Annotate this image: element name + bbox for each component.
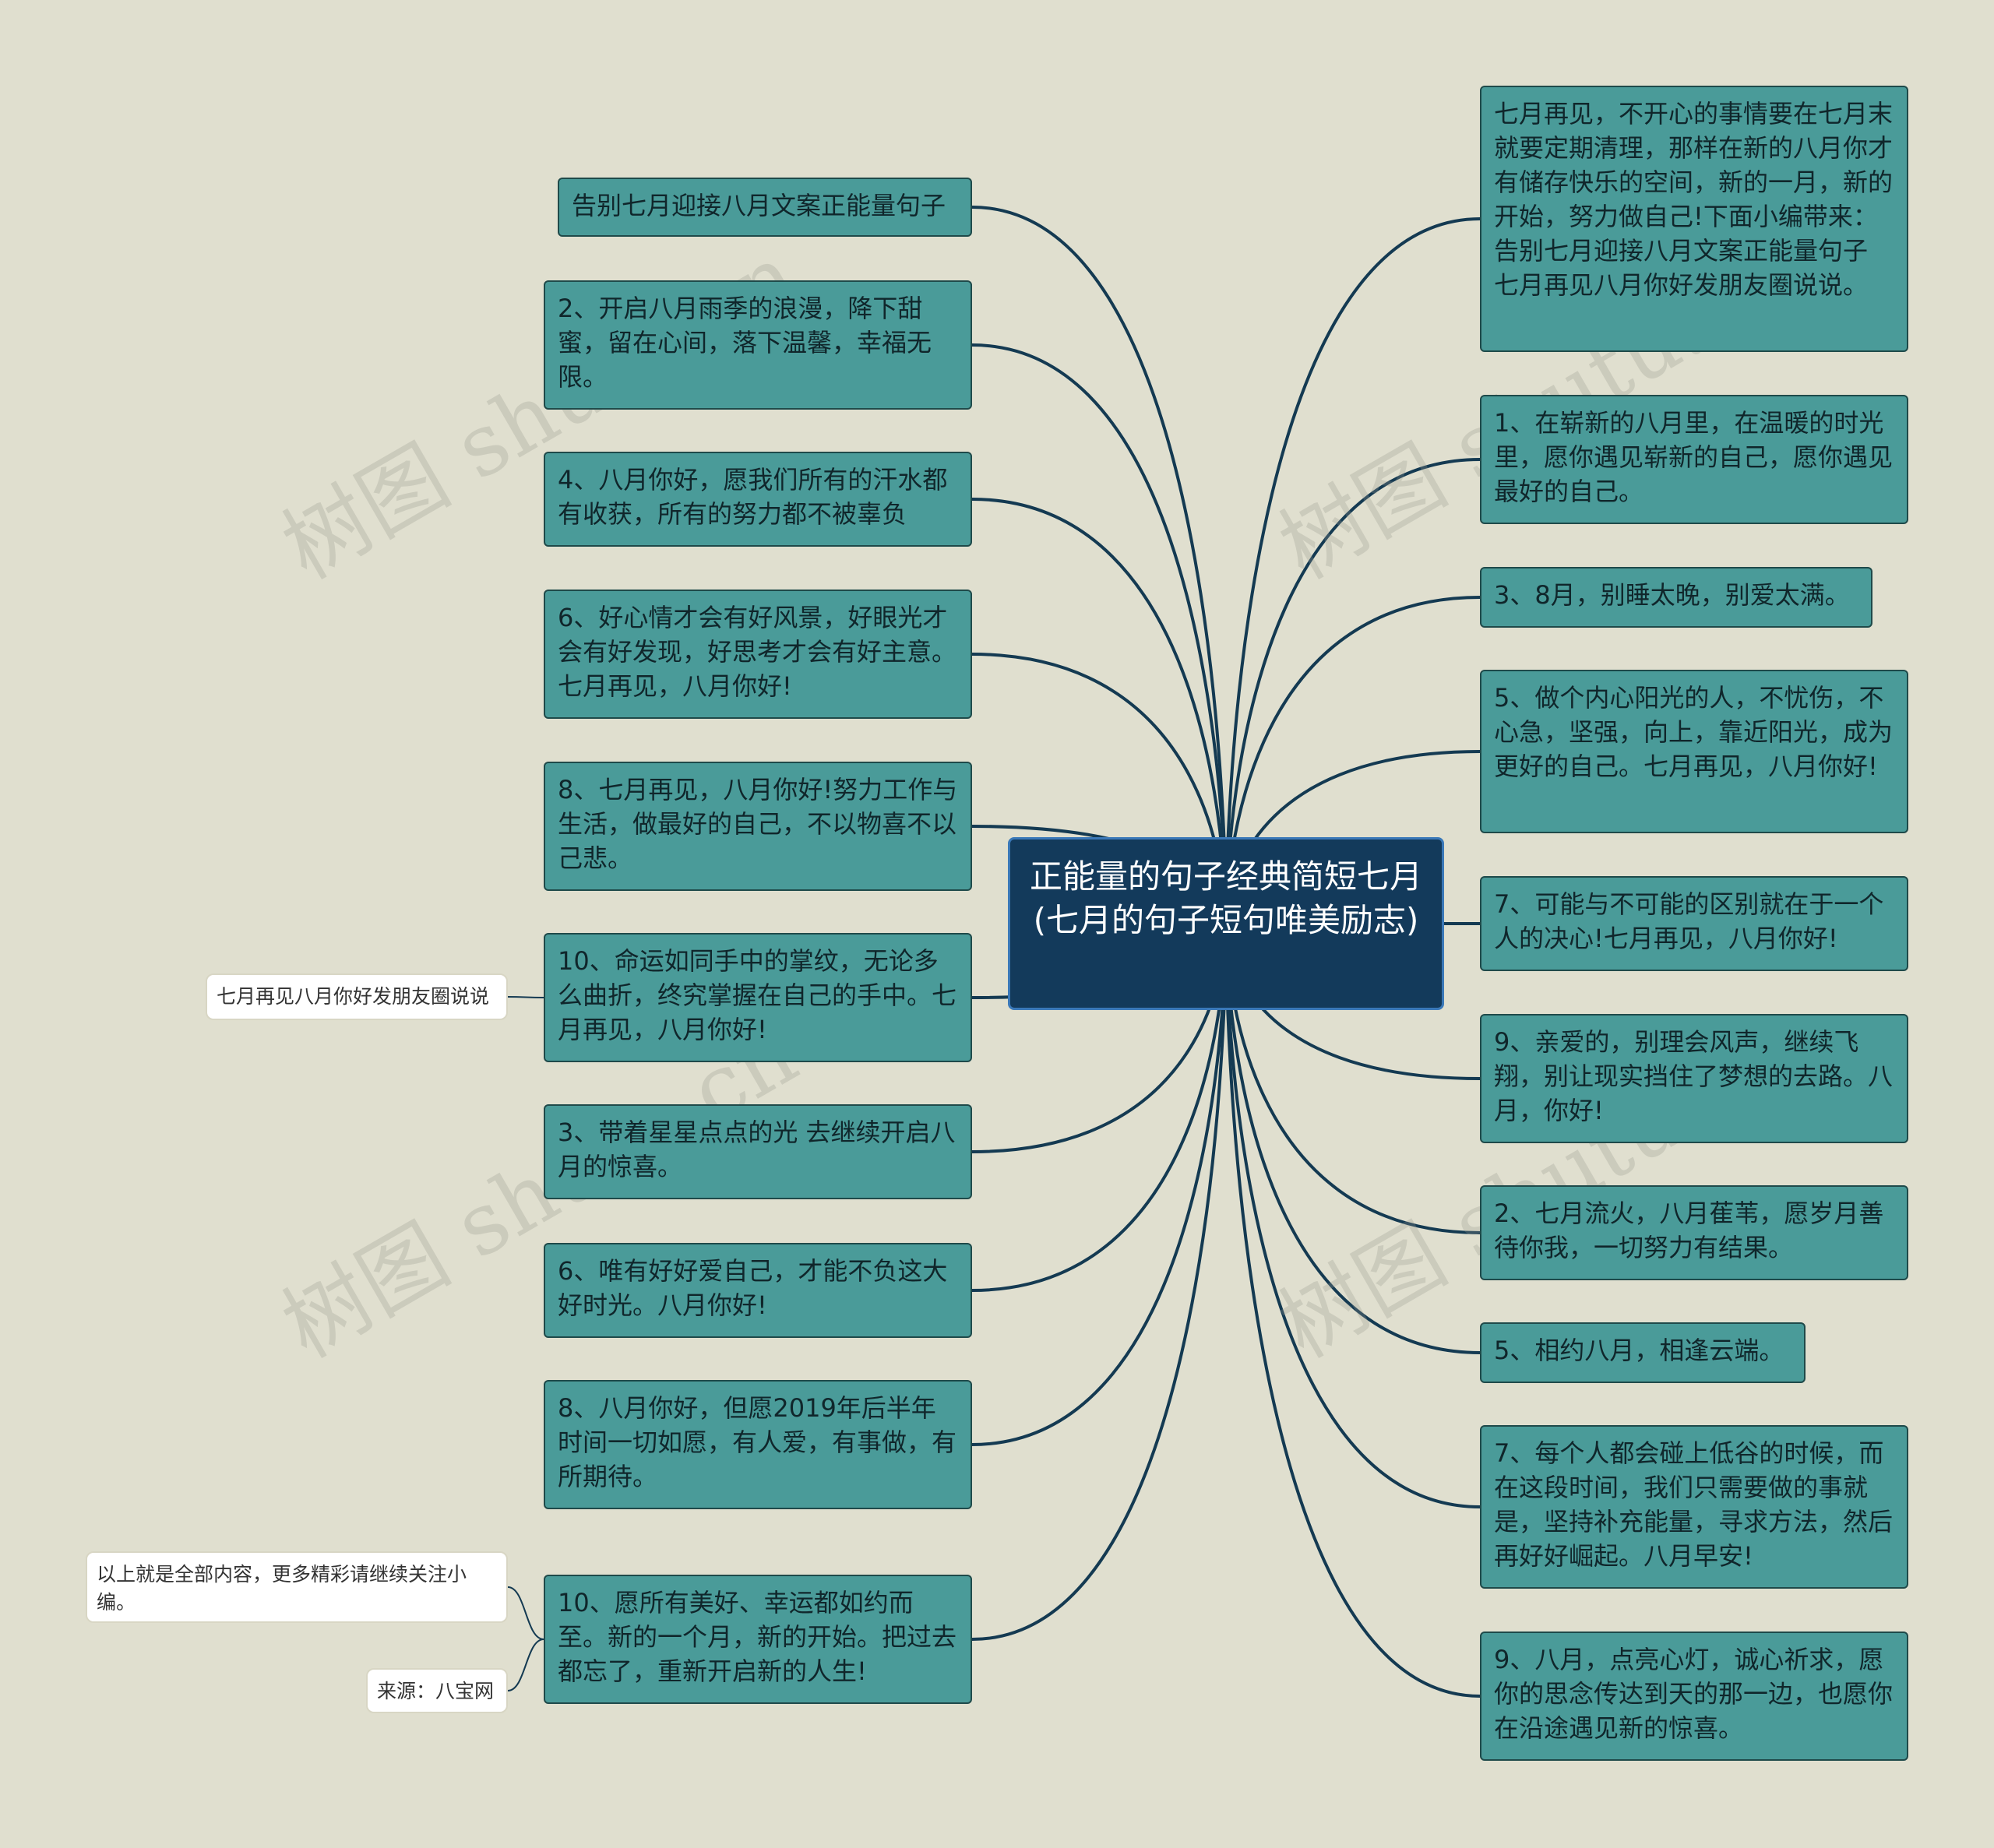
right-topic[interactable]: 9、亲爱的，别理会风声，继续飞翔，别让现实挡住了梦想的去路。八月，你好! (1480, 1014, 1908, 1143)
right-topic[interactable]: 七月再见，不开心的事情要在七月末就要定期清理，那样在新的八月你才有储存快乐的空间… (1480, 86, 1908, 352)
left-topic[interactable]: 10、命运如同手中的掌纹，无论多么曲折，终究掌握在自己的手中。七月再见，八月你好… (544, 933, 972, 1062)
connector-line (1224, 217, 1481, 924)
connector-line (1224, 923, 1481, 1698)
right-topic[interactable]: 9、八月，点亮心灯，诚心祈求，愿你的思念传达到天的那一边，也愿你在沿途遇见新的惊… (1480, 1632, 1908, 1761)
left-topic[interactable]: 告别七月迎接八月文案正能量句子 (558, 178, 972, 237)
left-topic[interactable]: 6、唯有好好爱自己，才能不负这大好时光。八月你好! (544, 1243, 972, 1338)
connector-line (971, 206, 1228, 924)
sub-topic[interactable]: 七月再见八月你好发朋友圈说说 (206, 973, 508, 1020)
right-topic[interactable]: 1、在崭新的八月里，在温暖的时光里，愿你遇见崭新的自己，愿你遇见最好的自己。 (1480, 395, 1908, 524)
right-topic[interactable]: 5、做个内心阳光的人，不忧伤，不心急，坚强，向上，靠近阳光，成为更好的自己。七月… (1480, 670, 1908, 833)
connector-line (971, 923, 1228, 1641)
left-topic[interactable]: 4、八月你好，愿我们所有的汗水都有收获，所有的努力都不被辜负 (544, 452, 972, 547)
sub-topic[interactable]: 来源：八宝网 (366, 1668, 508, 1713)
right-topic[interactable]: 7、每个人都会碰上低谷的时候，而在这段时间，我们只需要做的事就是，坚持补充能量，… (1480, 1425, 1908, 1589)
left-topic[interactable]: 10、愿所有美好、幸运都如约而至。新的一个月，新的开始。把过去都忘了，重新开启新… (544, 1575, 972, 1704)
left-topic[interactable]: 2、开启八月雨季的浪漫，降下甜蜜，留在心间，落下温馨，幸福无限。 (544, 280, 972, 410)
right-topic[interactable]: 7、可能与不可能的区别就在于一个人的决心!七月再见，八月你好! (1480, 876, 1908, 971)
sub-connector-line (507, 1586, 544, 1640)
right-topic[interactable]: 5、相约八月，相逢云端。 (1480, 1322, 1806, 1383)
sub-connector-line (507, 996, 544, 998)
right-topic[interactable]: 2、七月流火，八月萑苇，愿岁月善待你我，一切努力有结果。 (1480, 1185, 1908, 1280)
right-topic[interactable]: 3、8月，别睡太晚，别爱太满。 (1480, 567, 1872, 628)
sub-topic[interactable]: 以上就是全部内容，更多精彩请继续关注小编。 (86, 1551, 508, 1623)
left-topic[interactable]: 6、好心情才会有好风景，好眼光才会有好发现，好思考才会有好主意。七月再见，八月你… (544, 590, 972, 719)
left-topic[interactable]: 8、七月再见，八月你好!努力工作与生活，做最好的自己，不以物喜不以己悲。 (544, 762, 972, 891)
sub-connector-line (507, 1639, 544, 1691)
left-topic[interactable]: 3、带着星星点点的光 去继续开启八月的惊喜。 (544, 1104, 972, 1199)
left-topic[interactable]: 8、八月你好，但愿2019年后半年时间一切如愿，有人爱，有事做，有所期待。 (544, 1380, 972, 1509)
root-topic[interactable]: 正能量的句子经典简短七月(七月的句子短句唯美励志) (1008, 837, 1444, 1010)
